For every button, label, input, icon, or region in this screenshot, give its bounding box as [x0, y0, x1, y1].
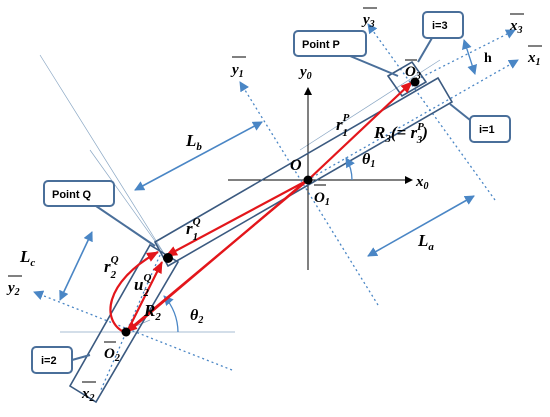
vector-r2: [129, 185, 301, 331]
callout-i1: i=1: [449, 103, 511, 143]
vector-r1p: [307, 81, 413, 181]
i1-label: i=1: [479, 124, 495, 136]
dim-h: [462, 39, 477, 75]
guide-line-top: [299, 59, 441, 151]
y1-label: y1: [230, 62, 244, 80]
x1-axis: [289, 59, 519, 191]
y1-axis: [239, 81, 379, 306]
vector-u2q: [127, 261, 163, 331]
i3-label: i=3: [432, 20, 448, 32]
callout-i2: i=2: [31, 346, 91, 374]
origin-o-label: O: [290, 157, 302, 174]
y3-label: y3: [361, 12, 375, 30]
dim-lb: [134, 121, 263, 191]
body-2-outline: [68, 243, 180, 404]
guide-line-left-2: [89, 149, 166, 256]
vector-r2q-loop: [109, 251, 159, 335]
y0-label: y0: [298, 64, 312, 82]
origin-point: [303, 175, 313, 185]
origin-o3-label: O3: [405, 64, 421, 82]
y2-label: y2: [6, 280, 20, 298]
la-label: La: [417, 231, 434, 253]
theta1-label: θ1: [362, 151, 375, 170]
i2-label: i=2: [41, 355, 57, 367]
dim-la: [367, 195, 475, 257]
point-q-dot: [163, 253, 173, 263]
x3-axis: [411, 29, 516, 83]
origin-o1-label: O1: [314, 190, 330, 208]
point-p-dot: [410, 77, 420, 87]
x0-label: x0: [415, 174, 429, 192]
r2-label: R2: [143, 301, 161, 323]
guide-line-left: [39, 54, 166, 256]
lb-label: Lb: [185, 131, 202, 153]
x1-label: x1: [527, 50, 541, 68]
theta2-arc: [163, 295, 179, 333]
origin-o2-dot: [121, 327, 131, 337]
point-p-label: Point P: [302, 39, 340, 51]
point-q-label: Point Q: [52, 189, 92, 201]
y3-axis: [367, 23, 496, 201]
callout-point-q: Point Q: [43, 180, 156, 247]
lc-label: Lc: [19, 247, 35, 269]
theta1-arc: [345, 157, 355, 181]
vector-r1q: [165, 179, 309, 257]
theta2-label: θ2: [190, 307, 203, 326]
dim-lc: [59, 231, 93, 301]
x3-label: x3: [509, 18, 523, 36]
h-label: h: [484, 51, 492, 66]
origin-o2-label: O2: [104, 346, 120, 364]
body-3-block: [386, 60, 428, 98]
callout-point-p: Point P: [293, 30, 399, 77]
x2-label: x2: [81, 386, 95, 404]
callout-i3: i=3: [417, 11, 464, 63]
